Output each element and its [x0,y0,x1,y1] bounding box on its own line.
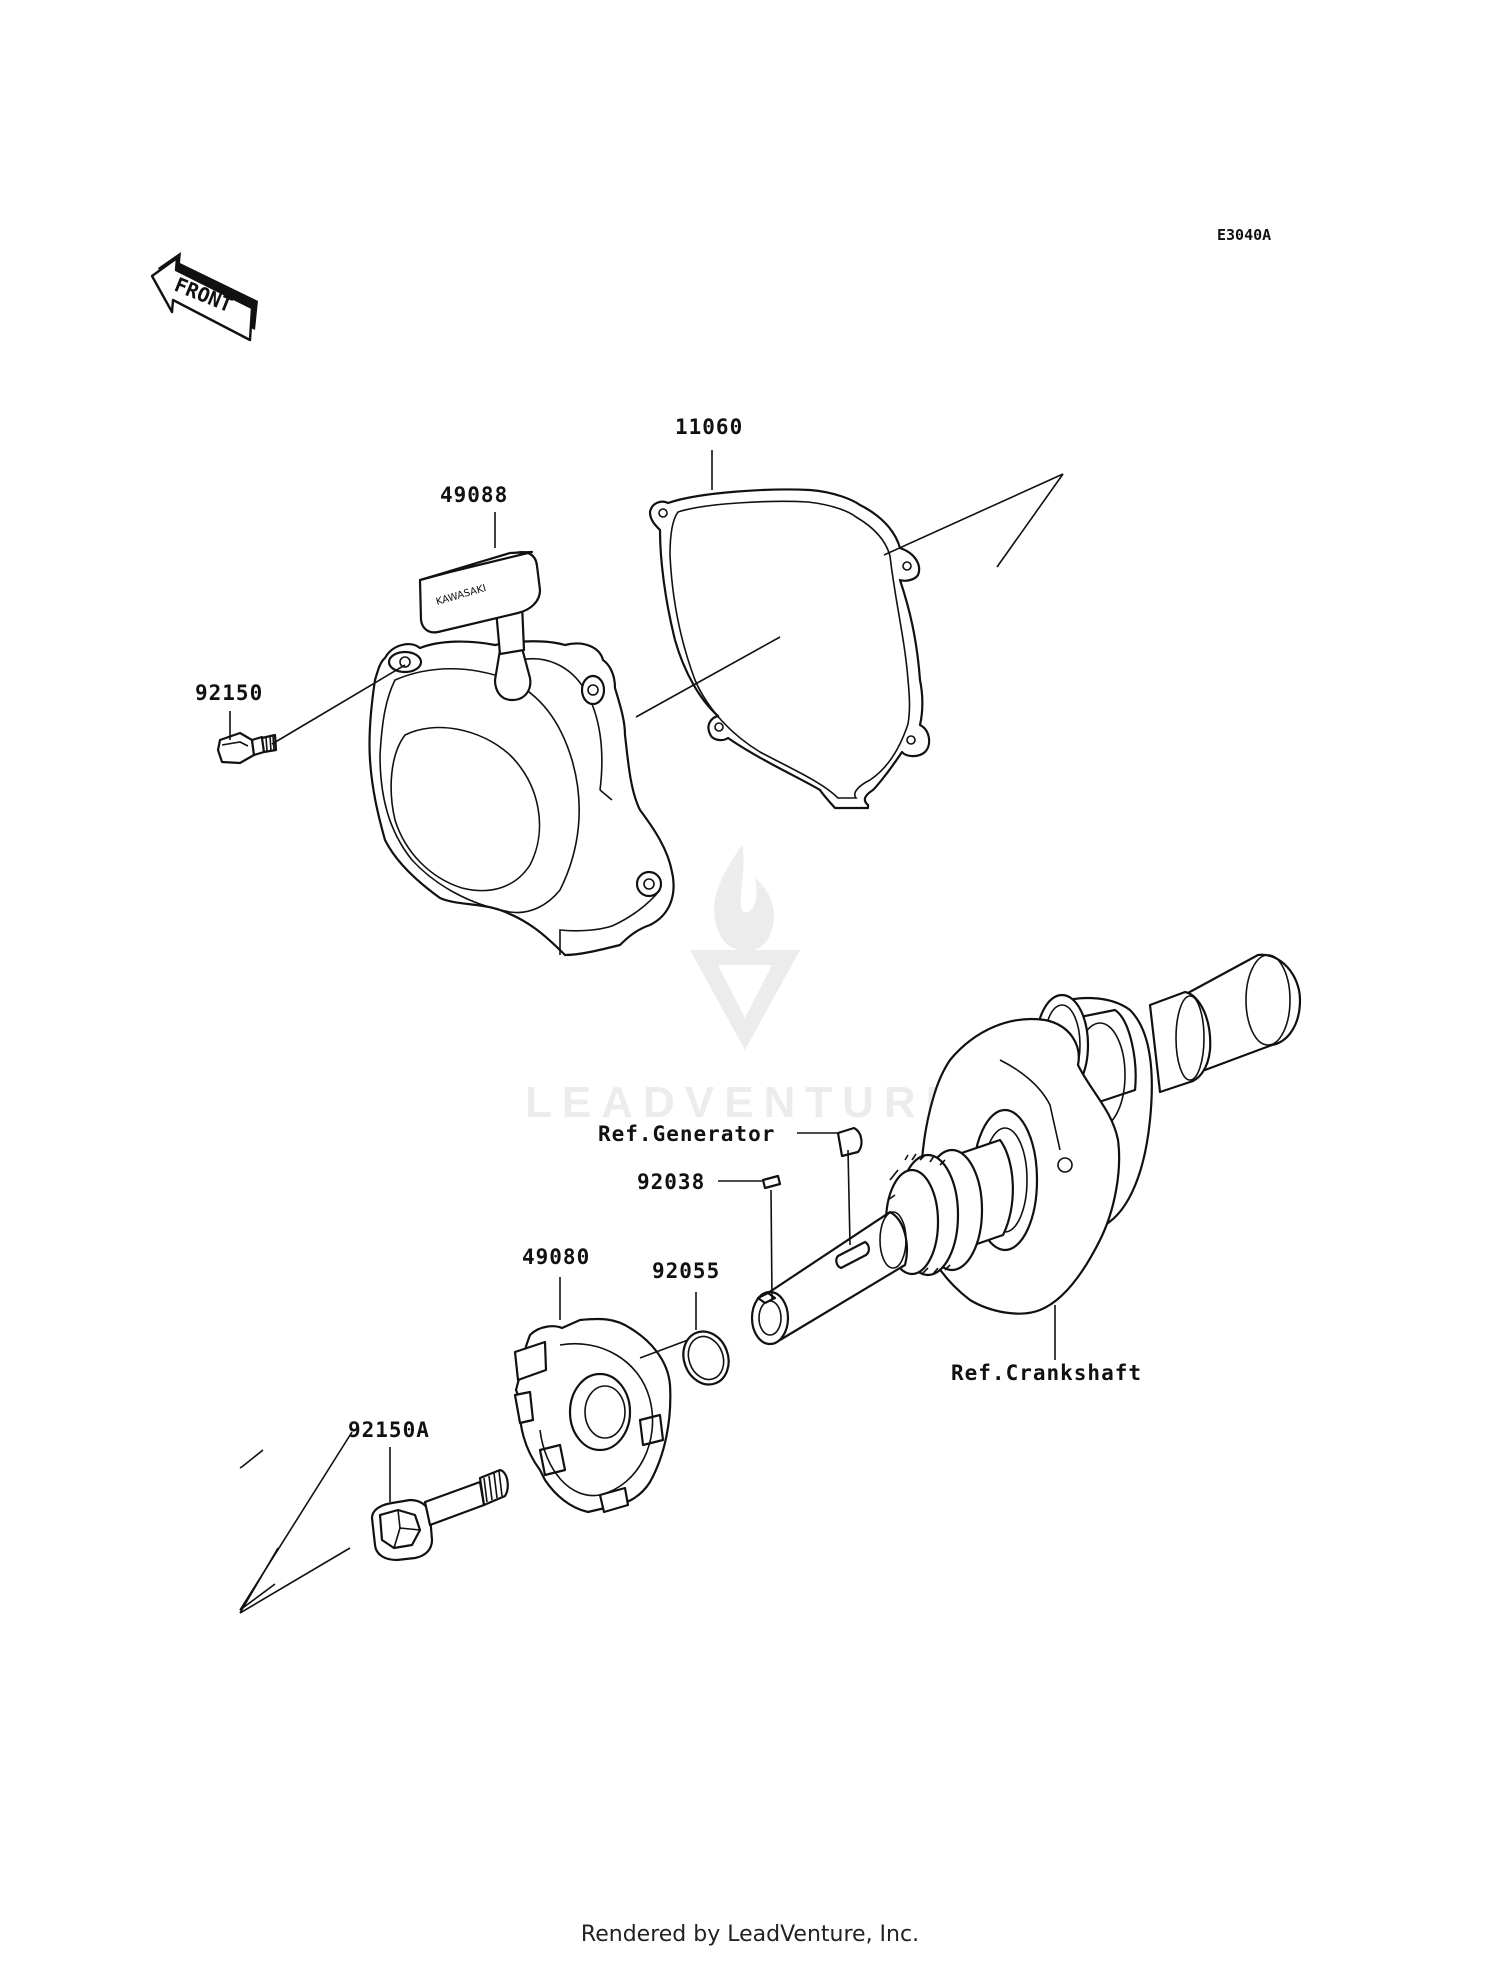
flange-bolt-92150A [370,1468,509,1562]
watermark-text: LEADVENTURE [525,1078,965,1127]
part-label-11060[interactable]: 11060 [675,415,743,439]
part-label-92150[interactable]: 92150 [195,681,263,705]
bolt-92150 [216,731,278,765]
part-label-92055[interactable]: 92055 [652,1259,720,1283]
leadventure-watermark: LEADVENTURE [525,845,965,1127]
key-92038 [761,1174,782,1190]
part-label-ref-generator[interactable]: Ref.Generator [598,1122,775,1146]
front-arrow-icon: FRONT [150,252,258,342]
generator-key [836,1126,863,1158]
part-label-92038[interactable]: 92038 [637,1170,705,1194]
diagram-code: E3040A [1217,226,1271,244]
crankshaft [750,953,1302,1346]
part-label-49080[interactable]: 49080 [522,1245,590,1269]
recoil-starter-49088: KAWASAKI [368,550,675,957]
leader-lines [229,450,1064,1614]
part-label-ref-crankshaft[interactable]: Ref.Crankshaft [951,1361,1142,1385]
gasket-11060 [648,488,931,810]
o-ring-92055 [682,1330,730,1386]
pulley-49080 [513,1317,672,1514]
part-label-92150A[interactable]: 92150A [348,1418,430,1442]
footer-credit: Rendered by LeadVenture, Inc. [580,1922,920,1947]
part-label-49088[interactable]: 49088 [440,483,508,507]
